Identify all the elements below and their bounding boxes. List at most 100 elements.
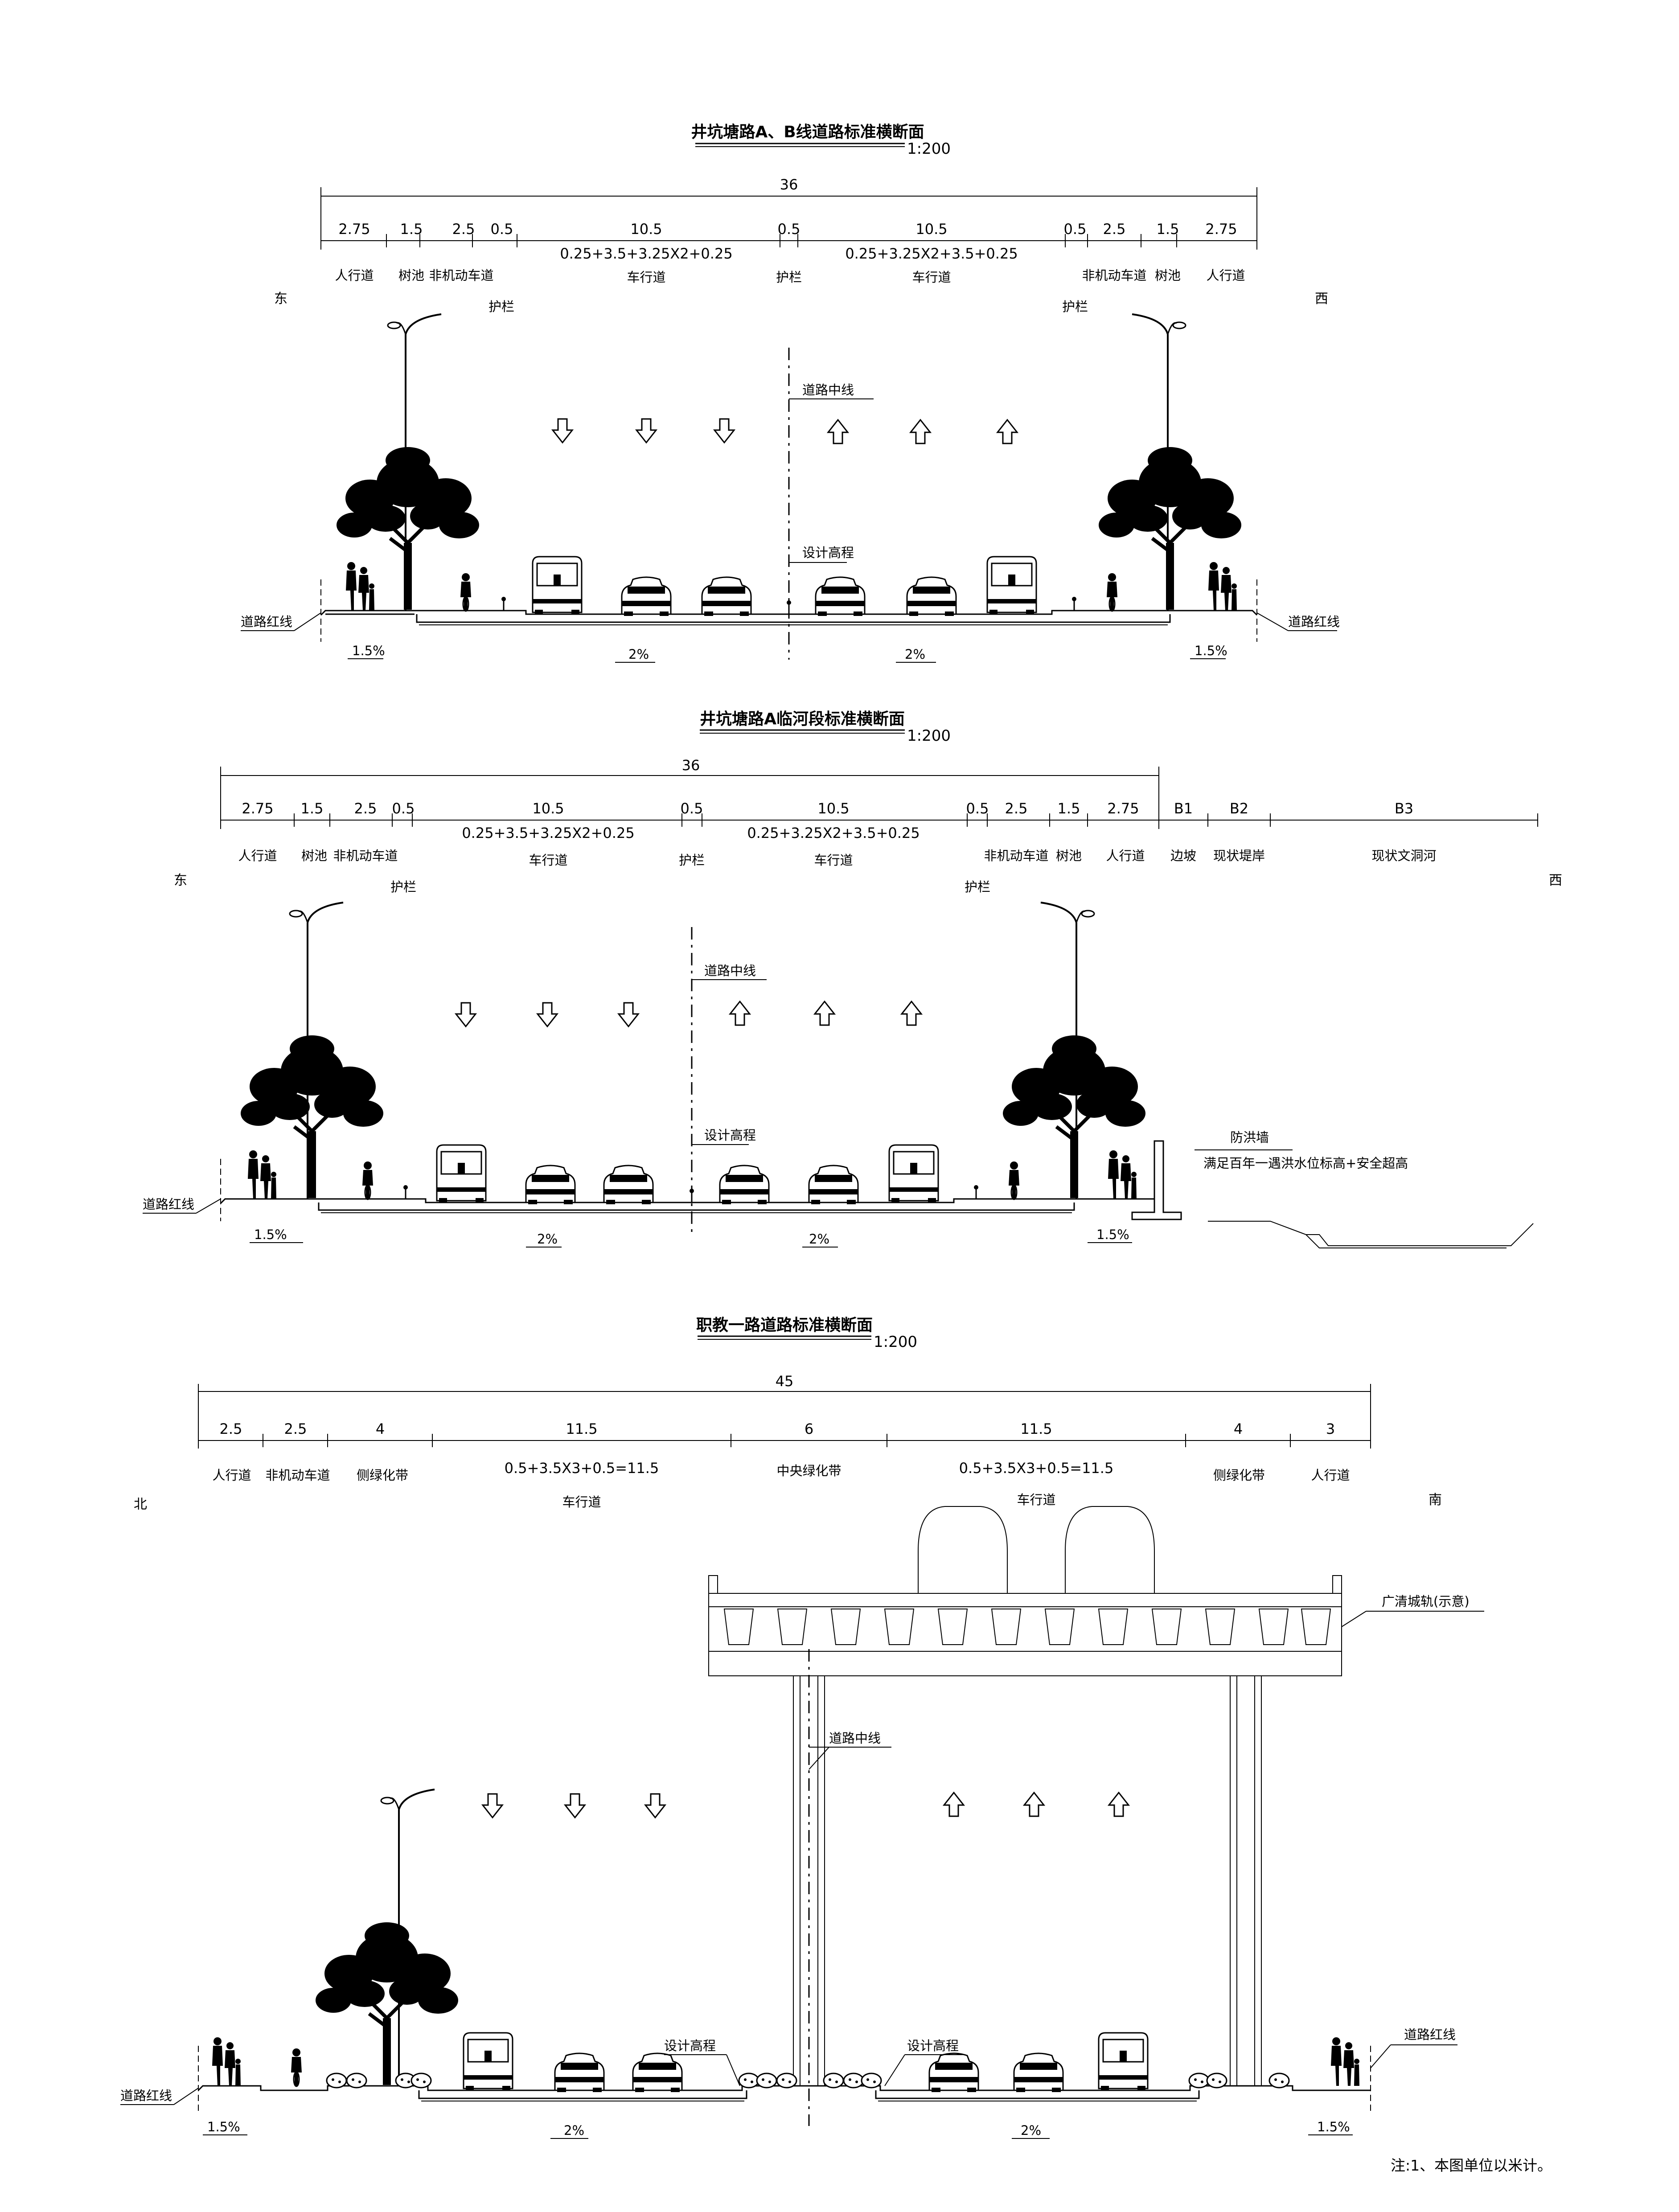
formula-left: 0.25+3.5+3.25X2+0.25 — [462, 825, 634, 841]
total-width: 45 — [776, 1373, 794, 1390]
name-12: 边坡 — [1170, 848, 1196, 863]
width-9: 2.5 — [1103, 221, 1126, 238]
width-11: 2.75 — [1205, 221, 1237, 238]
width-2: 1.5 — [301, 800, 324, 817]
direction-right: 西 — [1315, 291, 1328, 307]
section-1: 井坑塘路A、B线道路标准横断面 1:200 36 2.75 1.5 2.5 0.… — [241, 123, 1340, 663]
direction-left: 北 — [134, 1497, 147, 1512]
formula-right: 0.25+3.25X2+3.5+0.25 — [747, 825, 920, 841]
slope-1: 1.5% — [352, 643, 385, 658]
total-width: 36 — [780, 176, 798, 193]
width-8: 0.5 — [966, 800, 989, 817]
name-7: 车行道 — [912, 270, 951, 285]
section-scale: 1:200 — [907, 140, 951, 158]
slope-1: 1.5% — [254, 1227, 287, 1242]
name-7: 车行道 — [814, 853, 853, 868]
width-6: 11.5 — [1020, 1420, 1052, 1437]
width-5: 10.5 — [532, 800, 564, 817]
width-2: 1.5 — [400, 221, 423, 238]
width-4: 0.5 — [491, 221, 513, 238]
section-scale: 1:200 — [907, 727, 951, 745]
name-13: 现状堤岸 — [1213, 848, 1265, 863]
width-11: 2.75 — [1107, 800, 1139, 817]
name-2: 树池 — [398, 268, 424, 283]
width-6: 0.5 — [778, 221, 801, 238]
name-1: 人行道 — [212, 1468, 251, 1483]
formula-left: 0.25+3.5+3.25X2+0.25 — [560, 245, 732, 262]
width-6: 0.5 — [681, 800, 703, 817]
name-5: 车行道 — [627, 270, 665, 285]
direction-right: 西 — [1549, 873, 1562, 888]
name-1: 人行道 — [335, 268, 374, 283]
name-4: 护栏 — [489, 299, 514, 314]
direction-left: 东 — [274, 291, 287, 307]
width-7: 10.5 — [915, 221, 947, 238]
name-2: 树池 — [301, 848, 327, 863]
red-line-left: 道路红线 — [120, 2088, 172, 2103]
direction-right: 南 — [1429, 1492, 1442, 1508]
name-6: 护栏 — [679, 853, 705, 868]
flood-wall-label: 防洪墙 — [1230, 1130, 1269, 1145]
slope-3: 2% — [1021, 2123, 1041, 2138]
width-4: 0.5 — [392, 800, 415, 817]
name-11: 人行道 — [1106, 848, 1145, 863]
width-4: 11.5 — [566, 1420, 597, 1437]
slope-3: 2% — [809, 1231, 829, 1247]
width-10: 1.5 — [1058, 800, 1080, 817]
slope-1: 1.5% — [207, 2119, 240, 2134]
centerline-label: 道路中线 — [829, 1731, 881, 1746]
width-8: 3 — [1326, 1420, 1335, 1437]
name-5: 中央绿化带 — [776, 1463, 841, 1478]
design-elevation-label: 设计高程 — [802, 545, 854, 560]
slope-2: 2% — [628, 647, 649, 662]
name-2: 非机动车道 — [265, 1468, 330, 1483]
design-elevation-label: 设计高程 — [704, 1128, 756, 1143]
name-4: 护栏 — [390, 879, 416, 895]
width-1: 2.75 — [242, 800, 273, 817]
name-4: 车行道 — [562, 1494, 601, 1510]
red-line-right: 道路红线 — [1404, 2027, 1456, 2042]
width-12: B1 — [1174, 800, 1193, 817]
width-3: 2.5 — [452, 221, 475, 238]
width-3: 2.5 — [354, 800, 377, 817]
section-3: 职教一路道路标准横断面 1:200 45 2.5 2.5 4 11.5 6 11… — [120, 1316, 1484, 2139]
name-8: 护栏 — [965, 879, 990, 895]
name-6: 护栏 — [776, 270, 802, 285]
name-1: 人行道 — [238, 848, 277, 863]
section-title: 井坑塘路A临河段标准横断面 — [700, 710, 905, 728]
formula-right: 0.25+3.25X2+3.5+0.25 — [845, 245, 1018, 262]
name-3: 非机动车道 — [429, 268, 493, 283]
design-elevation-right: 设计高程 — [907, 2038, 959, 2053]
width-7: 10.5 — [817, 800, 849, 817]
width-9: 2.5 — [1005, 800, 1028, 817]
slope-4: 1.5% — [1195, 643, 1227, 658]
centerline-label: 道路中线 — [704, 963, 756, 978]
name-9: 非机动车道 — [984, 848, 1048, 863]
name-7: 侧绿化带 — [1213, 1468, 1265, 1483]
width-3: 4 — [376, 1420, 385, 1437]
width-1: 2.5 — [220, 1420, 242, 1437]
width-10: 1.5 — [1157, 221, 1179, 238]
drawing-note: 注:1、本图单位以米计。 — [1391, 2157, 1552, 2174]
slope-2: 2% — [537, 1231, 558, 1247]
direction-left: 东 — [174, 873, 187, 888]
slope-3: 2% — [905, 647, 925, 662]
name-8: 护栏 — [1062, 299, 1088, 314]
name-11: 人行道 — [1206, 268, 1245, 283]
slope-4: 1.5% — [1317, 2119, 1350, 2134]
width-1: 2.75 — [338, 221, 370, 238]
elevated-rail: 广清城轨(示意) — [708, 1506, 1484, 2086]
name-3: 非机动车道 — [333, 848, 398, 863]
flood-wall-note: 满足百年一遇洪水位标高+安全超高 — [1203, 1156, 1408, 1171]
formula-right: 0.5+3.5X3+0.5=11.5 — [959, 1460, 1114, 1477]
width-5: 6 — [805, 1420, 813, 1437]
red-line-left: 道路红线 — [143, 1197, 194, 1212]
name-8: 人行道 — [1311, 1468, 1350, 1483]
slope-4: 1.5% — [1096, 1227, 1129, 1242]
section-scale: 1:200 — [874, 1333, 917, 1351]
name-3: 侧绿化带 — [357, 1468, 408, 1483]
design-elevation-left: 设计高程 — [664, 2038, 716, 2053]
formula-left: 0.5+3.5X3+0.5=11.5 — [505, 1460, 659, 1477]
red-line-left: 道路红线 — [241, 614, 292, 629]
